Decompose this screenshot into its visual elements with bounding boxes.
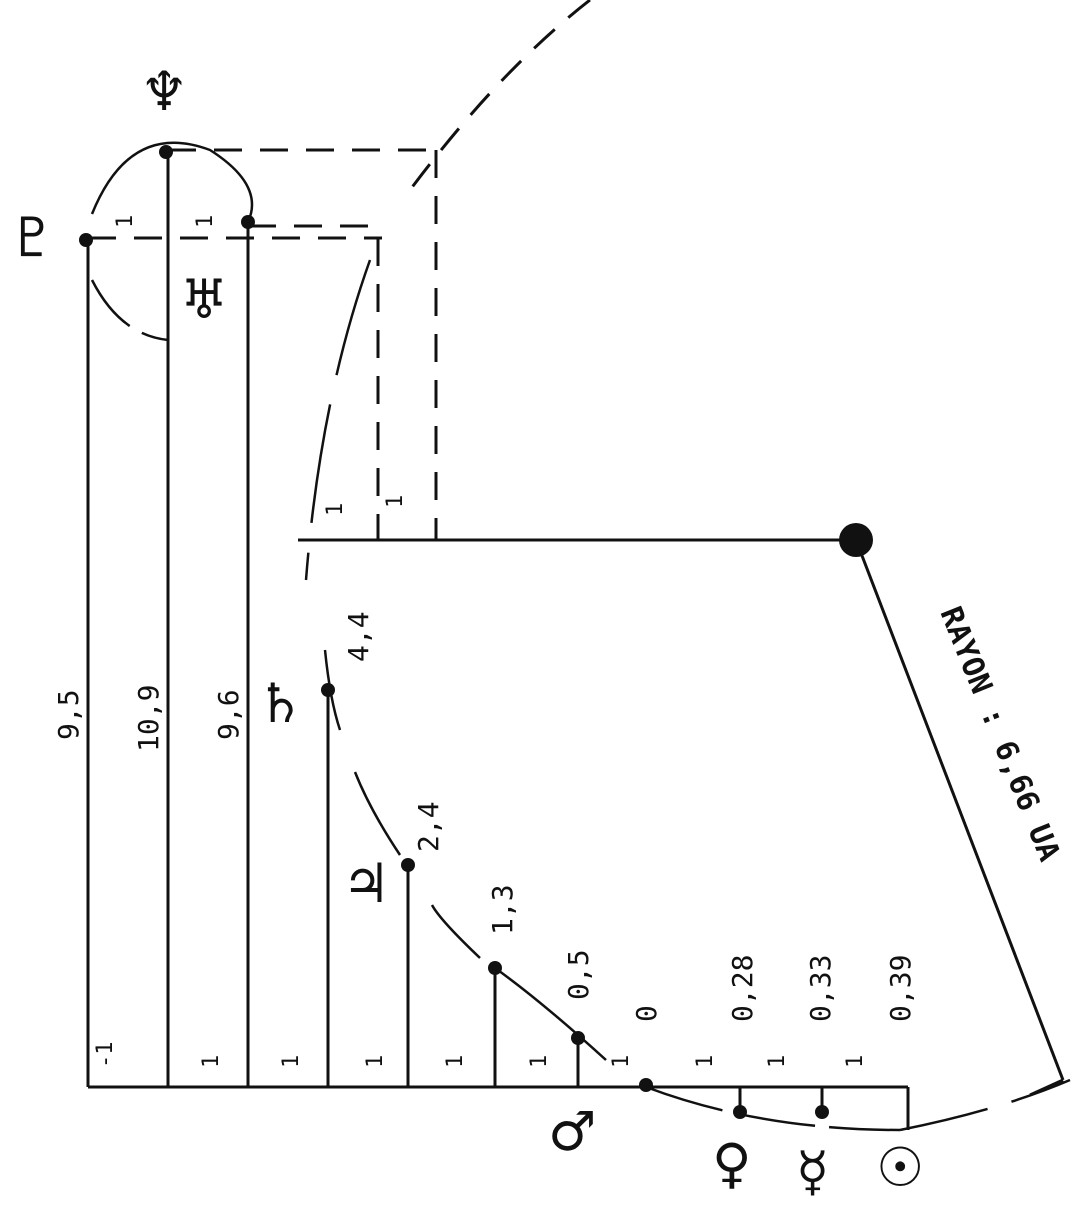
dot-earth — [639, 1078, 653, 1092]
value-mercury: 0,33 — [804, 955, 837, 1022]
mars-symbol: ♂ — [548, 1100, 596, 1163]
radius-label: RAYON : 6,66 UA — [933, 602, 1067, 866]
dot-venus — [733, 1105, 747, 1119]
unit-mark: 1 — [765, 1055, 790, 1068]
value-asteroids: 1,3 — [486, 884, 519, 935]
saturn-symbol: ♄ — [256, 672, 304, 735]
value-uranus: 9,6 — [212, 689, 245, 740]
mercury-symbol: ☿ — [796, 1140, 829, 1203]
dot-saturn — [321, 683, 335, 697]
pluto-like-symbol: ♇ — [8, 206, 56, 269]
unit-mark-upper: 1 — [113, 215, 138, 228]
planet-curve-inner — [494, 966, 607, 1061]
planet-curve-mid — [430, 904, 481, 959]
radius-line — [854, 539, 1065, 1081]
dot-mercury — [815, 1105, 829, 1119]
uranus-symbol: ♅ — [180, 268, 228, 331]
unit-mark: 1 — [527, 1055, 552, 1068]
unit-mark: 1 — [693, 1055, 718, 1068]
dot-asteroids — [488, 961, 502, 975]
unit-mark: 1 — [199, 1055, 224, 1068]
unit-mark: 1 — [363, 1055, 388, 1068]
unit-mark-upper: 1 — [323, 503, 348, 516]
unit-mark-upper: 1 — [193, 215, 218, 228]
unit-mark: 1 — [279, 1055, 304, 1068]
planet-curve-bottom — [645, 1085, 901, 1132]
value-earth: 0 — [630, 1005, 663, 1022]
value-jupiter: 2,4 — [412, 801, 445, 852]
value-neptune: 10,9 — [132, 685, 165, 752]
planet-curve-jup — [353, 771, 402, 856]
dot-mars — [571, 1031, 585, 1045]
dot-uranus-like — [79, 233, 93, 247]
unit-mark: 1 — [843, 1055, 868, 1068]
unit-mark: 1 — [443, 1055, 468, 1068]
top-circle-right — [90, 141, 254, 223]
unit-mark: -1 — [93, 1042, 118, 1069]
value-mars: 0,5 — [562, 949, 595, 1000]
value-venus: 0,28 — [726, 955, 759, 1022]
neptune-symbol: ♆ — [140, 60, 188, 123]
value-sun: 0,39 — [884, 955, 917, 1022]
dot-uranus — [241, 215, 255, 229]
unit-mark-upper: 1 — [383, 495, 408, 508]
outer-arc-bottom — [899, 1078, 1071, 1132]
dot-neptune — [159, 145, 173, 159]
big-dot — [839, 523, 873, 557]
sun-symbol: ☉ — [876, 1136, 924, 1199]
venus-symbol: ♀ — [712, 1132, 752, 1195]
dot-jupiter — [401, 858, 415, 872]
jupiter-symbol: ♃ — [342, 852, 390, 915]
outer-arc-left — [304, 259, 372, 581]
unit-mark: 1 — [609, 1055, 634, 1068]
top-circle-left — [90, 279, 169, 342]
value-uranus-like: 9,5 — [52, 689, 85, 740]
value-saturn: 4,4 — [342, 611, 375, 662]
radius-end — [1029, 1078, 1064, 1097]
